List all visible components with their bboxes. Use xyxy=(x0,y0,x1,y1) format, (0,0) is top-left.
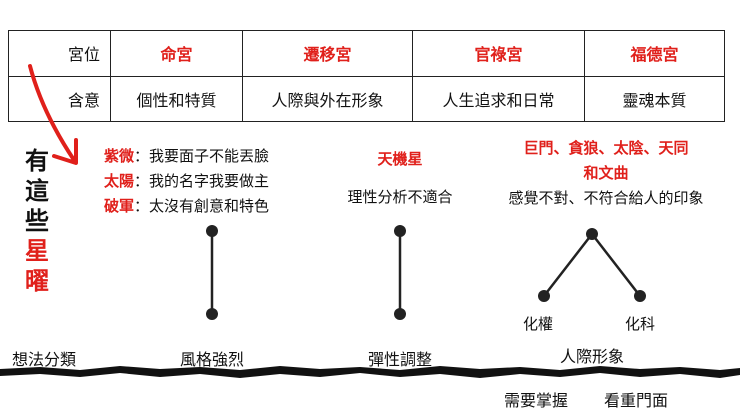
label-thought-class: 想法分類 xyxy=(12,350,77,369)
meaning-fude: 靈魂本質 xyxy=(584,75,725,122)
label-need-control: 需要掌握 xyxy=(504,391,569,410)
node-branch-top xyxy=(586,228,598,240)
node-style-top xyxy=(206,225,218,237)
group1-line2: 太陽：我的名字我要做主 xyxy=(104,170,269,191)
row-header-palace: 宮位 xyxy=(8,30,111,77)
group1-line1: 紫微：我要面子不能丟臉 xyxy=(104,145,269,166)
group3-text: 感覺不對、不符合給人的印象 xyxy=(508,189,704,207)
palace-guanlu: 官祿宮 xyxy=(412,30,585,77)
node-flex-top xyxy=(394,225,406,237)
rough-divider xyxy=(0,366,740,378)
palace-table: 宮位 命宮 遷移宮 官祿宮 福德宮 含意 個性和特質 人際與外在形象 人生追求和… xyxy=(8,30,725,122)
label-huaquan: 化權 xyxy=(522,315,554,333)
meaning-guanlu: 人生追求和日常 xyxy=(412,75,585,122)
group1-line3: 破軍：太沒有創意和特色 xyxy=(104,195,269,216)
label-value-face: 看重門面 xyxy=(604,391,669,410)
branch-left xyxy=(543,233,593,297)
side-title-red: 星曜 xyxy=(25,237,49,295)
group3-stars-line2: 和文曲 xyxy=(583,164,629,182)
node-branch-right xyxy=(634,290,646,302)
star-pojun: 破軍 xyxy=(104,197,135,215)
palace-row: 宮位 命宮 遷移宮 官祿宮 福德宮 xyxy=(8,30,725,77)
branch-right xyxy=(591,233,641,297)
meaning-ming: 個性和特質 xyxy=(110,75,243,122)
node-branch-left xyxy=(538,290,550,302)
group1-line1-text: ：我要面子不能丟臉 xyxy=(134,147,270,165)
node-style-bottom xyxy=(206,308,218,320)
group1-line2-text: ：我的名字我要做主 xyxy=(134,172,270,190)
label-social-image: 人際形象 xyxy=(559,347,625,366)
label-strong-style: 風格強烈 xyxy=(179,350,245,369)
palace-ming: 命宮 xyxy=(110,30,243,77)
red-arrow xyxy=(28,64,76,162)
label-flexible: 彈性調整 xyxy=(367,350,433,369)
label-huake: 化科 xyxy=(624,315,656,333)
side-title: 有這些星曜 xyxy=(22,146,52,296)
meaning-row: 含意 個性和特質 人際與外在形象 人生追求和日常 靈魂本質 xyxy=(8,75,725,122)
star-taiyang: 太陽 xyxy=(104,172,135,190)
star-tianji: 天機星 xyxy=(377,150,423,168)
group3-stars-line1: 巨門、貪狼、太陰、天同 xyxy=(523,139,689,157)
meaning-qianyi: 人際與外在形象 xyxy=(242,75,413,122)
group1-line3-text: ：太沒有創意和特色 xyxy=(134,197,270,215)
group2-text: 理性分析不適合 xyxy=(347,188,453,206)
node-flex-bottom xyxy=(394,308,406,320)
side-title-black: 有這些 xyxy=(25,147,49,235)
star-ziwei: 紫微 xyxy=(104,147,135,165)
palace-fude: 福德宮 xyxy=(584,30,725,77)
red-arrow-head xyxy=(52,138,78,165)
